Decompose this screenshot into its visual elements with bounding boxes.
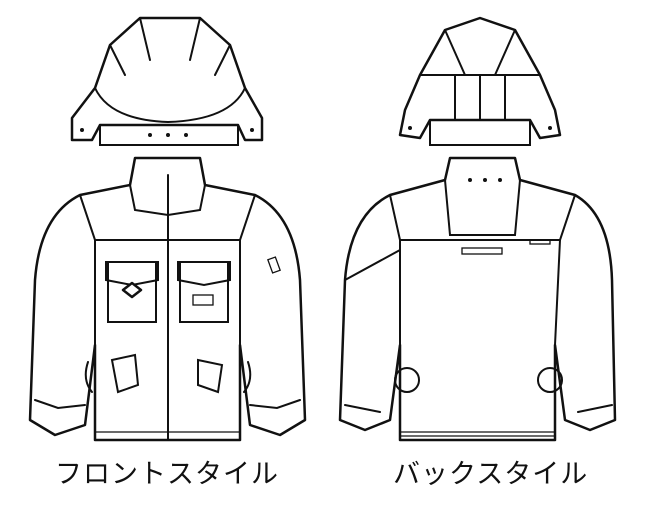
front-hood xyxy=(70,16,264,146)
back-hood xyxy=(398,16,562,146)
back-style-label: バックスタイル xyxy=(393,459,589,490)
front-jacket xyxy=(28,156,307,442)
front-style-label: フロントスタイル xyxy=(55,459,279,490)
back-jacket xyxy=(338,156,617,442)
